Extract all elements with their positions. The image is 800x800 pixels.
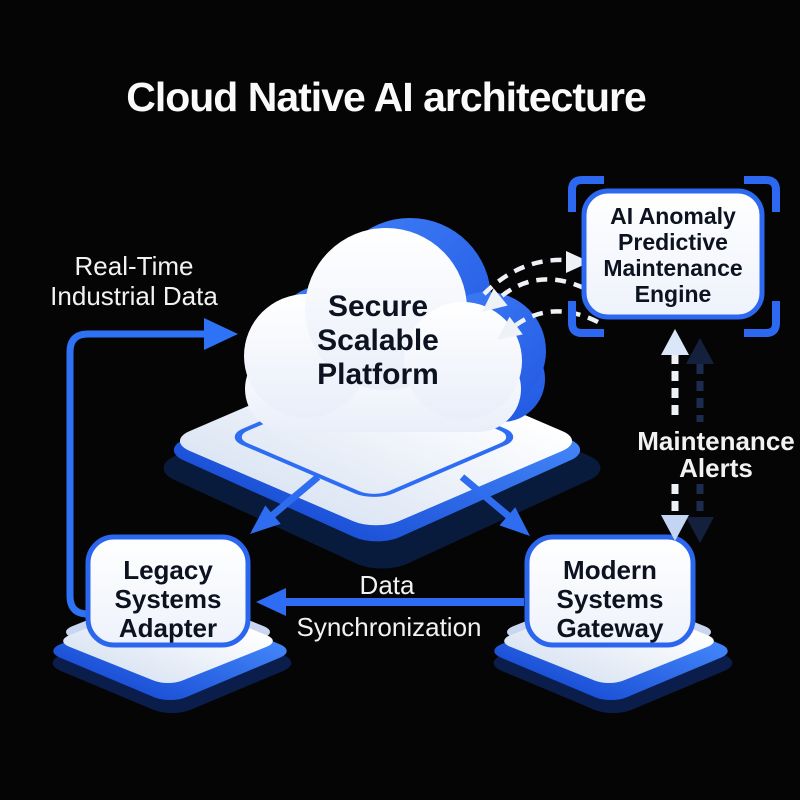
arrowhead-downright-icon bbox=[499, 507, 530, 536]
modern-node-label: Modern Systems Gateway bbox=[556, 555, 664, 643]
cloud-front-shape bbox=[244, 228, 522, 432]
realtime-data-arrow bbox=[66, 318, 238, 618]
engine-to-cloud-dashed-arrow-2 bbox=[497, 309, 600, 340]
legacy-node-label: Legacy Systems Adapter bbox=[114, 555, 222, 643]
legacy-node-box bbox=[85, 534, 251, 648]
corner-bracket-bottom-left bbox=[568, 301, 604, 337]
corner-bracket-top-right bbox=[744, 176, 780, 212]
platform-to-legacy-arrow bbox=[250, 474, 321, 534]
data-sync-label-bottom: Synchronization bbox=[296, 612, 482, 642]
arrowhead-left-icon bbox=[256, 588, 286, 616]
diagram-title: Cloud Native AI architecture bbox=[126, 74, 647, 120]
data-sync-arrow bbox=[256, 588, 524, 616]
arrowhead-right-icon bbox=[204, 318, 238, 350]
dashed-arrowhead-downleft-icon bbox=[482, 288, 508, 312]
cloud-to-engine-dashed-arrow bbox=[482, 251, 590, 296]
arrowhead-downleft-icon bbox=[250, 505, 281, 534]
ai-engine-node-box bbox=[581, 188, 765, 320]
engine-to-cloud-dashed-arrow-1 bbox=[482, 277, 585, 312]
cloud-node-label: Secure Scalable Platform bbox=[317, 290, 439, 391]
engine-corner-brackets bbox=[568, 176, 780, 337]
realtime-data-label: Real-Time Industrial Data bbox=[50, 251, 218, 311]
ai-engine-node-label: AI Anomaly Predictive Maintenance Engine bbox=[603, 203, 743, 307]
data-sync-label-top: Data bbox=[359, 570, 415, 600]
dashed-arrowhead-downleft-icon bbox=[497, 316, 523, 340]
maintenance-alerts-label: Maintenance Alerts bbox=[637, 426, 795, 483]
maintenance-alerts-dashed-arrow-shadow bbox=[686, 338, 714, 543]
corner-bracket-bottom-right bbox=[744, 301, 780, 337]
modern-node-box bbox=[524, 534, 696, 648]
dashed-arrowhead-down-icon bbox=[661, 515, 689, 541]
dashed-arrowhead-up-icon bbox=[661, 329, 689, 355]
platform-to-modern-arrow bbox=[459, 474, 530, 536]
dashed-arrowhead-right-icon bbox=[566, 251, 590, 273]
maintenance-alerts-dashed-arrow bbox=[661, 329, 689, 541]
corner-bracket-top-left bbox=[568, 176, 604, 212]
